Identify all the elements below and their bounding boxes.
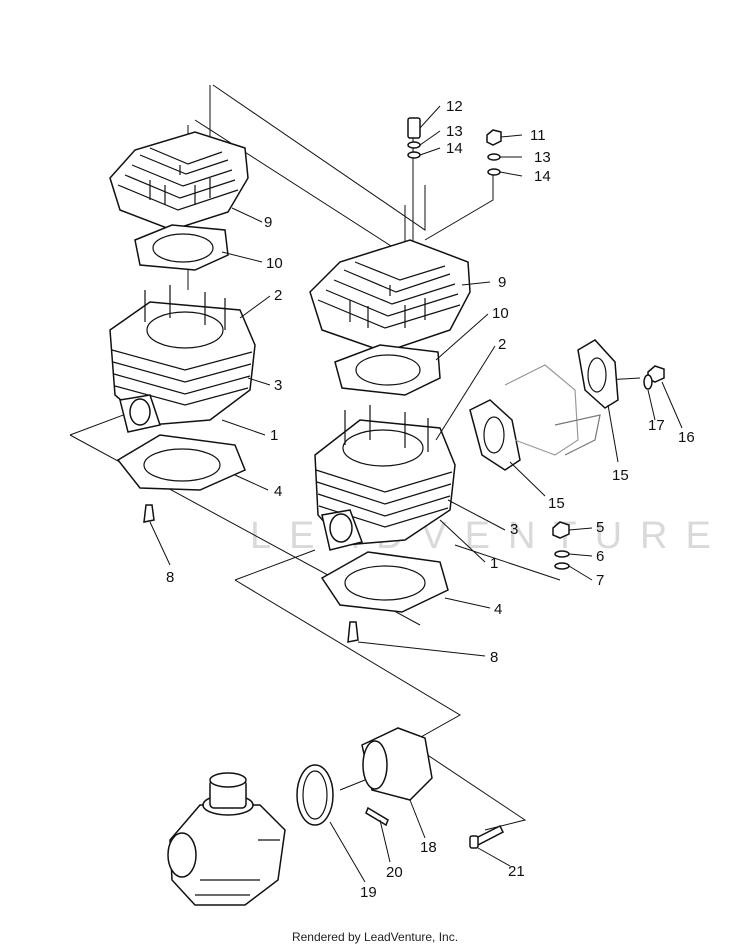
stud-spacer-12 (407, 117, 421, 139)
exhaust-gasket-center (469, 399, 521, 471)
callout-4-right: 4 (494, 601, 502, 618)
leader-lines (149, 105, 683, 883)
washer-14-right (487, 168, 501, 176)
callout-15-center: 15 (548, 495, 565, 512)
hose-clamp (296, 764, 334, 826)
washer-7 (554, 562, 570, 570)
nut-11 (486, 129, 502, 146)
intake-boot (361, 727, 433, 801)
callout-10-left: 10 (266, 255, 283, 272)
left-base-gasket (116, 434, 246, 491)
washer-17 (643, 374, 653, 390)
callout-3-right: 3 (510, 521, 518, 538)
callout-11: 11 (530, 127, 546, 144)
callout-13-left: 13 (446, 123, 463, 140)
nut-5 (552, 521, 570, 539)
callout-12: 12 (446, 98, 463, 115)
washer-13-left (407, 141, 421, 149)
left-head-gasket (134, 224, 229, 271)
callout-19: 19 (360, 884, 377, 901)
callout-15-right: 15 (612, 467, 629, 484)
callout-17: 17 (648, 417, 665, 434)
callout-18: 18 (420, 839, 437, 856)
clamp-screw (365, 806, 389, 827)
left-cylinder-head (109, 131, 249, 231)
right-base-gasket (320, 551, 449, 613)
callout-7: 7 (596, 572, 604, 589)
callout-21: 21 (508, 863, 525, 880)
bolt-21 (469, 824, 505, 849)
callout-8-left: 8 (166, 569, 174, 586)
callout-6: 6 (596, 548, 604, 565)
callout-10-right: 10 (492, 305, 509, 322)
right-cylinder-head (309, 239, 471, 353)
callout-4-left: 4 (274, 483, 282, 500)
callouts: 12 13 14 11 13 14 9 10 9 2 10 2 3 1 4 15… (166, 98, 695, 901)
washer-13-right (487, 153, 501, 161)
left-dowel-pin (143, 504, 155, 523)
callout-14-right: 14 (534, 168, 551, 185)
left-cylinder (109, 285, 256, 433)
right-cylinder (314, 405, 456, 551)
callout-2-left: 2 (274, 287, 282, 304)
callout-5: 5 (596, 519, 604, 536)
callout-1-left: 1 (270, 427, 278, 444)
exhaust-gasket-right (577, 339, 619, 409)
washer-6 (554, 550, 570, 558)
callout-1-right: 1 (490, 555, 498, 572)
callout-20: 20 (386, 864, 403, 881)
right-head-gasket (334, 344, 441, 396)
callout-13-right: 13 (534, 149, 551, 166)
callout-8-right: 8 (490, 649, 498, 666)
right-dowel-pin (347, 621, 359, 643)
callout-3-left: 3 (274, 377, 282, 394)
callout-14-left: 14 (446, 140, 463, 157)
carburetor (167, 772, 286, 906)
callout-9-right: 9 (498, 274, 506, 291)
callout-16: 16 (678, 429, 695, 446)
exhaust-manifold-ghost (504, 364, 601, 456)
callout-2-right: 2 (498, 336, 506, 353)
footer-credit: Rendered by LeadVenture, Inc. (291, 930, 459, 944)
washer-14-left (407, 151, 421, 159)
callout-9-left: 9 (264, 214, 272, 231)
